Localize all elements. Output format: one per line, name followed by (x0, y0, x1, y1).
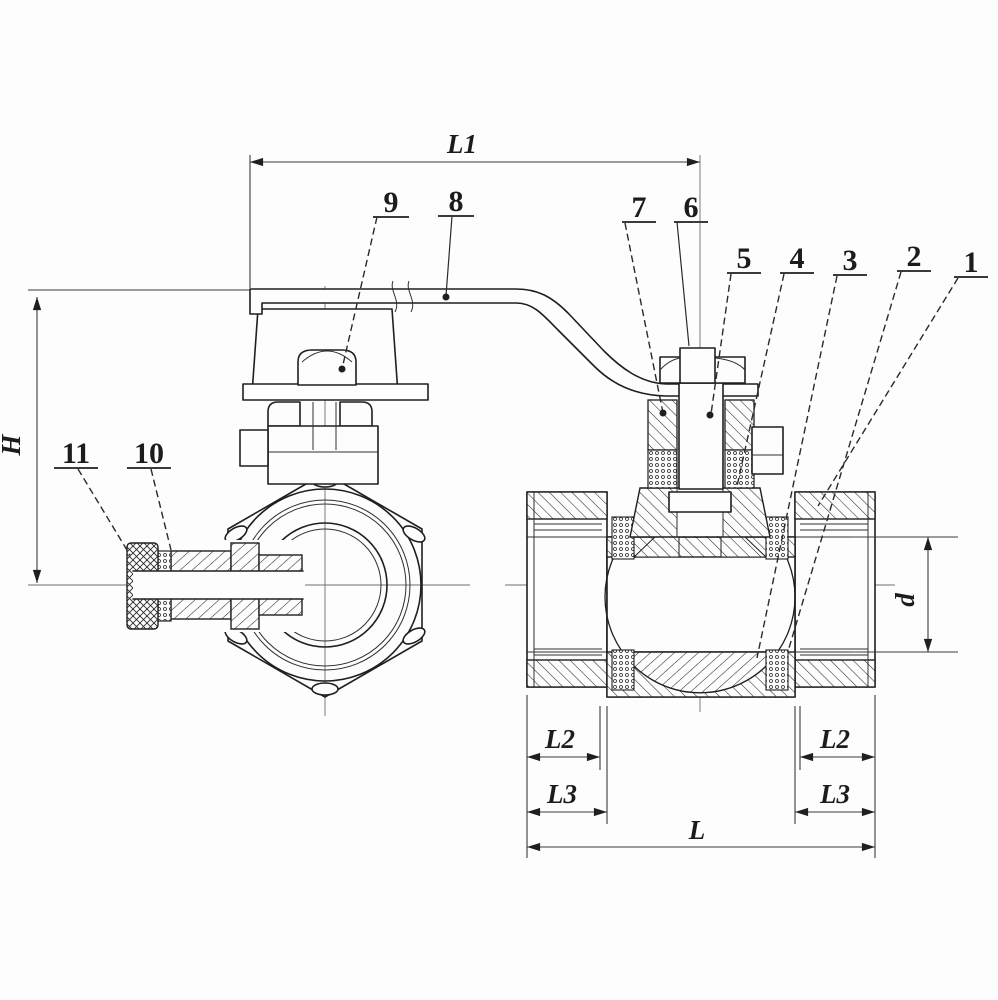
part-label-10: 10 (127, 437, 172, 551)
part-callouts: 9 8 7 6 5 4 3 (54, 185, 988, 659)
svg-text:3: 3 (843, 244, 858, 277)
stem-bolt (297, 349, 357, 386)
stem-flange (668, 491, 732, 513)
dim-label-l: L (688, 815, 706, 845)
part-label-6: 6 (674, 191, 708, 347)
bonnet-neck (629, 487, 771, 538)
end-connector-right (788, 491, 876, 688)
stem (678, 382, 724, 490)
dim-l1: L1 (249, 129, 700, 288)
left-view-valve-end (126, 308, 429, 698)
dim-label-l3-right: L3 (819, 779, 850, 809)
part-label-5: 5 (706, 242, 761, 419)
svg-text:2: 2 (907, 240, 922, 273)
part-label-9: 9 (338, 186, 409, 373)
dim-label-h: H (0, 434, 26, 457)
part-label-3: 3 (756, 244, 867, 659)
dim-d: d (850, 536, 958, 653)
part-label-1: 1 (817, 246, 988, 507)
gland-right (724, 399, 755, 451)
svg-text:10: 10 (134, 437, 164, 470)
svg-text:8: 8 (449, 185, 464, 218)
end-connector-left (526, 491, 614, 688)
dim-bottom: L2 L3 L2 L3 L (526, 695, 876, 858)
part-label-11: 11 (54, 437, 131, 556)
svg-text:6: 6 (684, 191, 699, 224)
dim-label-l2-right: L2 (819, 724, 850, 754)
svg-text:7: 7 (632, 191, 647, 224)
drain-fitting (126, 540, 305, 632)
dim-label-l3-left: L3 (546, 779, 577, 809)
seat-rings (611, 516, 789, 691)
dim-h: H (0, 289, 250, 583)
svg-text:4: 4 (790, 242, 805, 275)
dimensions: L1 H d L2 L3 L2 (0, 129, 958, 858)
break-mark (391, 280, 398, 313)
part-label-2: 2 (788, 240, 931, 649)
svg-text:9: 9 (384, 186, 399, 219)
packing-right (724, 449, 755, 489)
side-lug (751, 426, 784, 475)
svg-text:11: 11 (62, 437, 90, 470)
dim-label-l2-left: L2 (544, 724, 575, 754)
stem-assembly (647, 382, 784, 490)
packing-left (647, 449, 678, 489)
gland-stack (239, 401, 379, 485)
svg-text:5: 5 (737, 242, 752, 275)
stem-nut (659, 347, 746, 384)
svg-text:1: 1 (964, 246, 979, 279)
part-label-8: 8 (438, 185, 474, 301)
part-label-4: 4 (736, 242, 814, 487)
right-view-section (526, 347, 876, 698)
break-mark (407, 280, 414, 313)
part-label-7: 7 (622, 191, 667, 417)
dim-label-d: d (890, 593, 920, 607)
dim-label-l1: L1 (446, 129, 477, 159)
